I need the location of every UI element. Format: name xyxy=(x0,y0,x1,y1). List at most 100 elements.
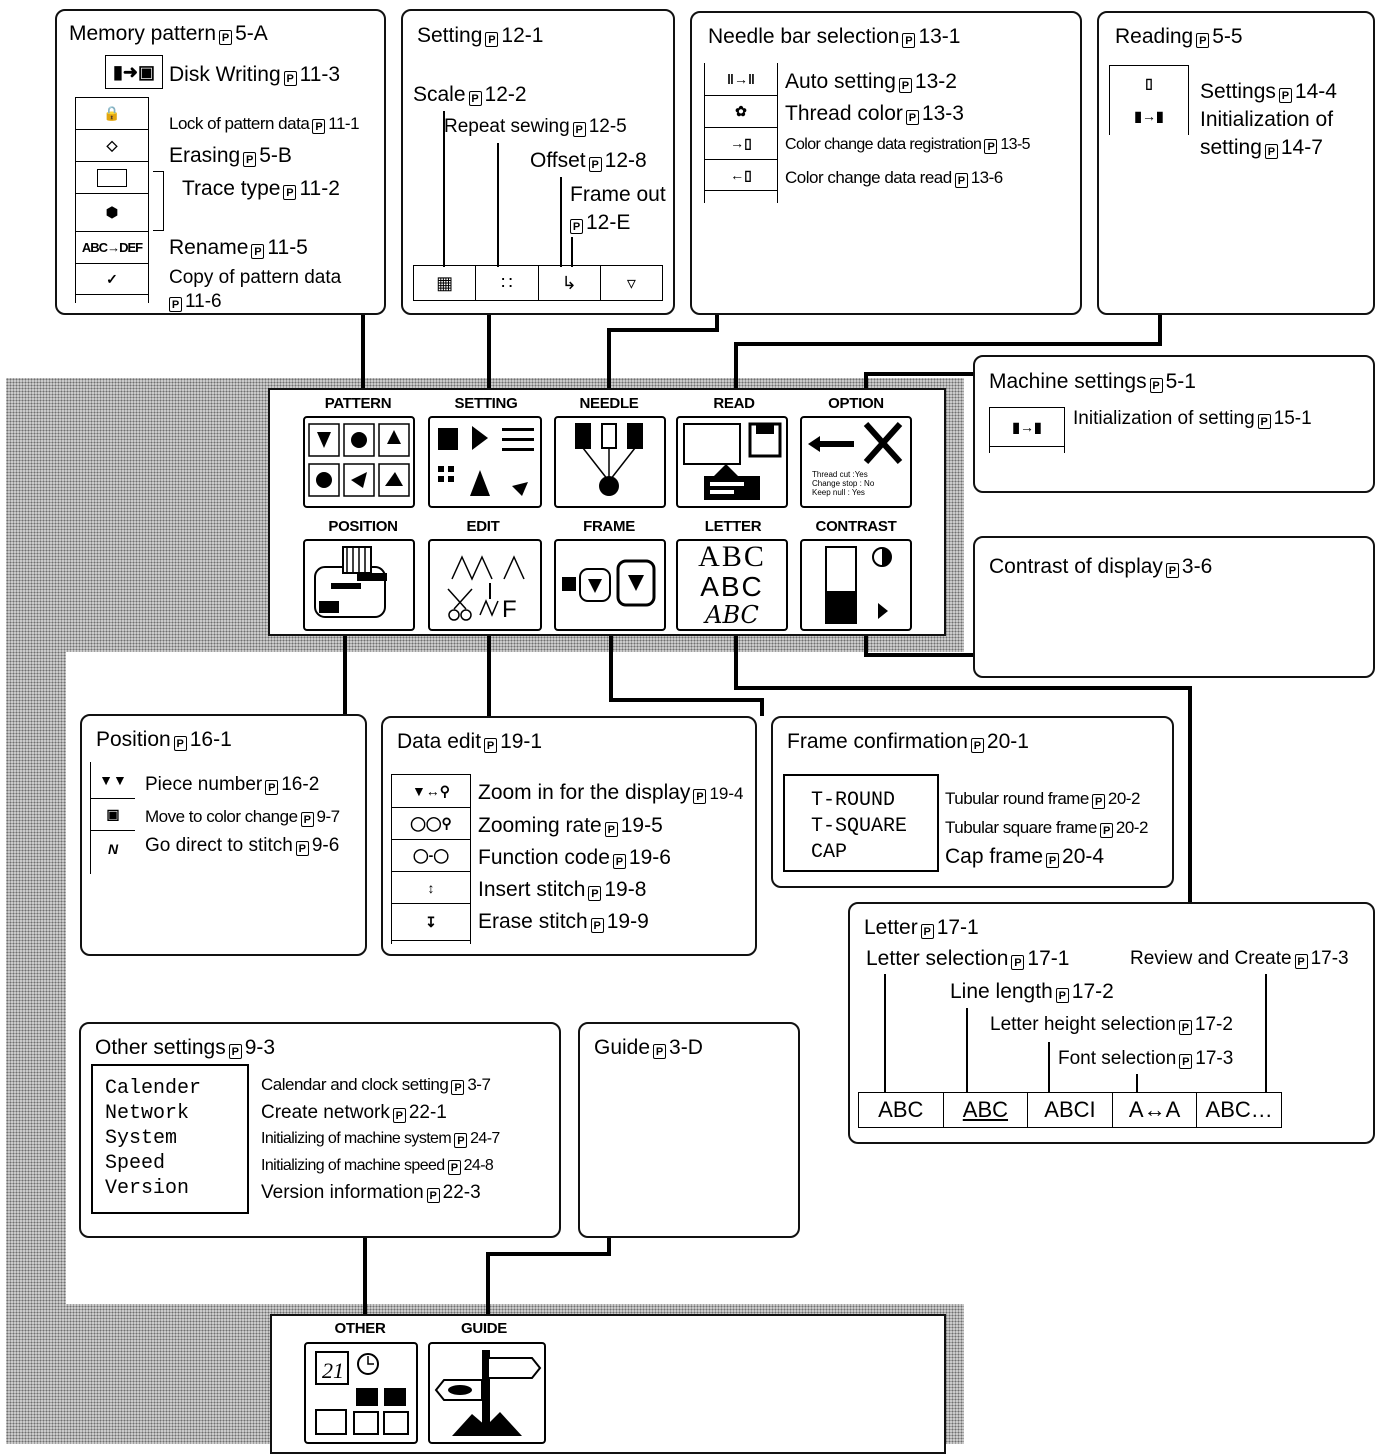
contrast-box: Contrast of displayP3-6 xyxy=(973,536,1375,678)
page-ref-icon: P xyxy=(1046,853,1059,868)
init-machine-icon[interactable]: ▮→▮ xyxy=(990,407,1064,447)
read-button[interactable] xyxy=(676,416,788,508)
other-option[interactable]: Calender xyxy=(105,1076,247,1101)
disk-write-icon[interactable]: ▮➜▣ xyxy=(105,55,163,89)
rename-icon[interactable]: ABC→DEF xyxy=(76,231,148,263)
contrast-button[interactable] xyxy=(800,539,912,631)
page-ref-icon: P xyxy=(1279,88,1292,103)
svg-text:F: F xyxy=(502,596,517,623)
trace-rectangle-icon[interactable] xyxy=(76,161,148,193)
item-label: Lock of pattern data xyxy=(169,114,309,133)
page-ref-icon: P xyxy=(1150,378,1163,393)
page-ref-icon: P xyxy=(243,152,256,167)
other-item: Initializing of machine speedP24-8 xyxy=(261,1158,493,1175)
guide-title: GuideP3-D xyxy=(594,1037,703,1059)
piece-number-icon[interactable]: ▼▼ xyxy=(91,762,135,798)
scale-icon[interactable]: ▦ xyxy=(414,266,476,300)
letter-button[interactable]: ABC ABC ABC xyxy=(676,539,788,631)
item-ref: 19-8 xyxy=(604,878,646,901)
init-setting-icon[interactable]: ▮→▮ xyxy=(1110,100,1188,132)
option-status-line: Thread cut :Yes xyxy=(812,470,874,479)
letter-select-button[interactable]: ABC xyxy=(859,1093,944,1127)
lock-icon[interactable]: 🔒 xyxy=(76,97,148,129)
repeat-sewing-icon[interactable]: ∷ xyxy=(476,266,538,300)
letter-pointer xyxy=(1136,1074,1138,1092)
item-ref: 13-5 xyxy=(1000,136,1030,153)
zoom-display-icon[interactable]: ▼↔⚲ xyxy=(392,775,470,807)
color-register-icon[interactable]: →▯ xyxy=(705,127,777,159)
pattern-button[interactable] xyxy=(303,416,415,508)
letter-height-button[interactable]: ABCI xyxy=(1028,1093,1113,1127)
settings-read-icon[interactable]: ▯ xyxy=(1110,66,1188,100)
page-ref-icon: P xyxy=(591,918,604,933)
item-label: Piece number xyxy=(145,774,262,795)
frame-button[interactable] xyxy=(554,539,666,631)
page-ref-icon: P xyxy=(971,738,984,753)
item-ref: 17-2 xyxy=(1195,1014,1233,1035)
needle-button[interactable] xyxy=(554,416,666,508)
line-length-button[interactable]: ABC xyxy=(944,1093,1029,1127)
item-label: Cap frame xyxy=(945,845,1043,868)
frame-out-icon[interactable]: ▿ xyxy=(601,266,662,300)
insert-stitch-icon[interactable]: ↕ xyxy=(392,871,470,903)
other-button[interactable]: 21 xyxy=(304,1342,418,1444)
other-option[interactable]: Version xyxy=(105,1176,247,1201)
dataedit-title-text: Data edit xyxy=(397,730,481,753)
memory-item: Disk WritingP11-3 xyxy=(169,64,340,86)
frame-option[interactable]: T-ROUND xyxy=(811,788,937,814)
color-read-icon[interactable]: ←▯ xyxy=(705,159,777,191)
item-ref: 22-1 xyxy=(409,1102,447,1123)
item-label: Create network xyxy=(261,1102,390,1123)
item-label: Insert stitch xyxy=(478,878,585,901)
eraser-icon[interactable]: ◇ xyxy=(76,129,148,161)
page-ref-icon: P xyxy=(169,297,182,312)
edit-label: EDIT xyxy=(425,518,541,535)
position-title: PositionP16-1 xyxy=(96,729,232,751)
memory-item: Lock of pattern dataP11-1 xyxy=(169,115,359,134)
frame-option[interactable]: T-SQUARE xyxy=(811,814,937,840)
copy-pattern-icon[interactable]: ✓ xyxy=(76,263,148,295)
setting-button[interactable] xyxy=(428,416,542,508)
erase-stitch-icon[interactable]: ↧ xyxy=(392,903,470,941)
item-label: Trace type xyxy=(182,177,280,200)
item-ref: 3-7 xyxy=(467,1075,490,1094)
letter-pointer xyxy=(966,1008,968,1092)
machine-title: Machine settingsP5-1 xyxy=(989,371,1196,393)
item-ref: 17-3 xyxy=(1311,948,1349,969)
item-label: Initializing of machine speed xyxy=(261,1157,445,1174)
setting-item: Repeat sewingP12-5 xyxy=(444,117,627,137)
other-option[interactable]: Speed xyxy=(105,1151,247,1176)
other-option[interactable]: Network xyxy=(105,1101,247,1126)
trace-octagon-icon[interactable]: ⬢ xyxy=(76,193,148,231)
option-status-text: Thread cut :Yes Change stop : No Keep nu… xyxy=(812,470,874,497)
go-stitch-icon[interactable]: N xyxy=(91,830,135,866)
frame-title: Frame confirmationP20-1 xyxy=(787,731,1029,753)
font-select-button[interactable]: A↔A xyxy=(1113,1093,1198,1127)
edit-button[interactable]: F xyxy=(428,539,542,631)
guide-button[interactable] xyxy=(428,1342,546,1444)
position-button[interactable] xyxy=(303,539,415,631)
offset-icon[interactable]: ↳ xyxy=(539,266,601,300)
reading-box: ReadingP5-5 ▯ ▮→▮ SettingsP14-4Initializ… xyxy=(1097,11,1375,315)
page-ref-icon: P xyxy=(588,886,601,901)
frame-option[interactable]: CAP xyxy=(811,840,937,866)
item-ref: 19-4 xyxy=(709,784,743,803)
item-ref: 5-B xyxy=(259,144,292,167)
connector-contrast xyxy=(866,634,975,655)
needle-item: Thread colorP13-3 xyxy=(785,103,964,125)
function-code-icon[interactable]: ◯-◯ xyxy=(392,839,470,871)
auto-setting-icon[interactable]: ‖→‖ xyxy=(705,63,777,95)
page-ref-icon: P xyxy=(693,789,706,804)
position-item: Go direct to stitchP9-6 xyxy=(145,836,339,856)
item-ref: 13-6 xyxy=(971,168,1003,187)
item-label: Line length xyxy=(950,980,1053,1003)
move-color-icon[interactable]: ▣ xyxy=(91,798,135,830)
other-option[interactable]: System xyxy=(105,1126,247,1151)
zoom-rate-icon[interactable]: ◯◯⚲ xyxy=(392,807,470,839)
review-create-button[interactable]: ABC… xyxy=(1197,1093,1281,1127)
option-button[interactable]: Thread cut :Yes Change stop : No Keep nu… xyxy=(800,416,912,508)
item-label: Zoom in for the display xyxy=(478,781,690,804)
thread-color-icon[interactable]: ✿ xyxy=(705,95,777,127)
